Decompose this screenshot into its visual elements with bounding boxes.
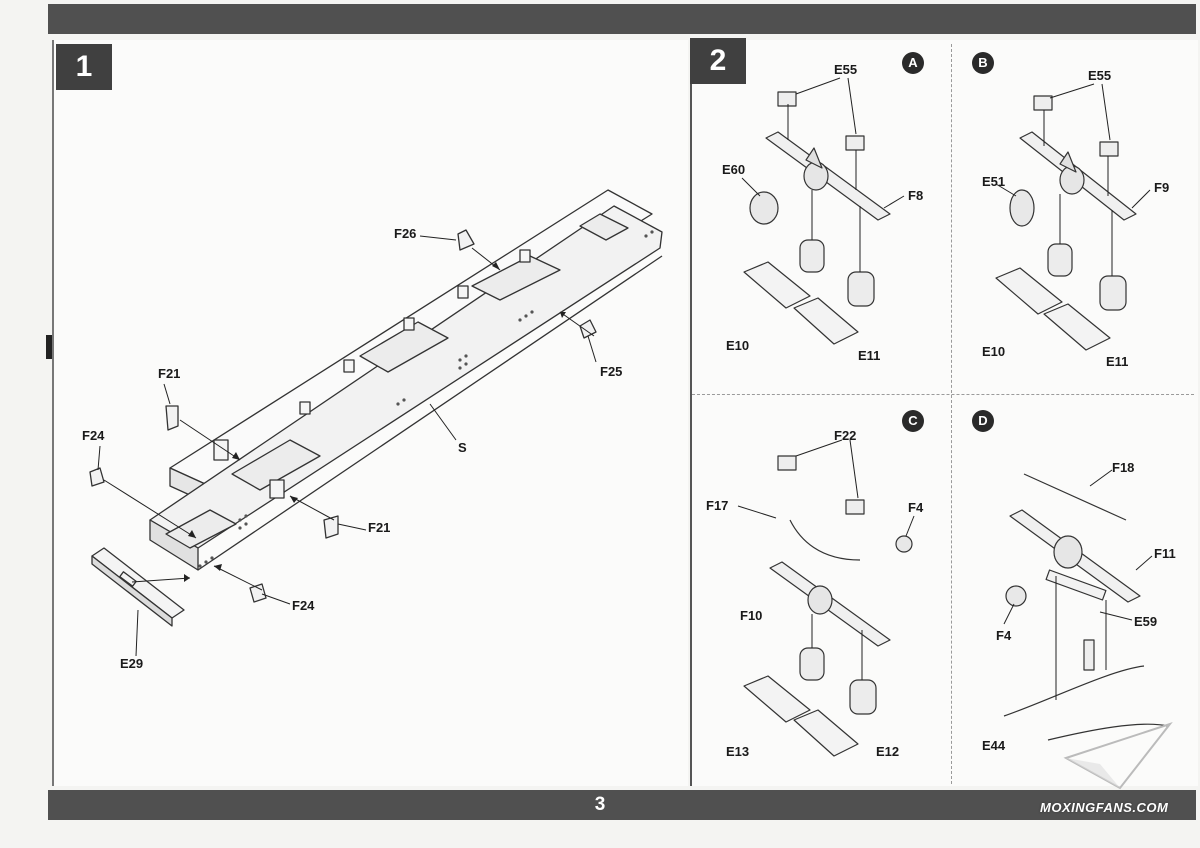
step1-arrowheads: [184, 262, 566, 582]
label-a-e11: E11: [858, 348, 881, 363]
label-a-e10: E10: [726, 338, 750, 353]
part-f25: [579, 319, 597, 339]
label-b-e51: E51: [982, 174, 1006, 189]
cross-member-4: [165, 509, 237, 549]
label-d-f11: F11: [1154, 546, 1176, 561]
part-f21-lower: [323, 515, 339, 539]
binding-mark: [46, 335, 52, 359]
watermark-text: MOXINGFANS.COM: [1040, 800, 1169, 815]
label-a-f8: F8: [908, 188, 924, 203]
cross-member-5: [579, 213, 629, 241]
part-f21-upper: [165, 405, 179, 431]
hole-patterns: [198, 230, 654, 568]
label-f24-right: F24: [292, 598, 315, 613]
label-d-f4: F4: [996, 628, 1012, 643]
cross-member-1: [471, 255, 561, 301]
label-f24-left: F24: [82, 428, 105, 443]
label-f21-lower: F21: [368, 520, 391, 535]
label-d-f18: F18: [1112, 460, 1135, 475]
label-a-e60: E60: [722, 162, 746, 177]
sub-step-c-badge: C: [902, 410, 924, 432]
part-f24-right: [249, 583, 267, 603]
step-2-panel: [690, 40, 1198, 786]
axle-a: [743, 91, 891, 345]
label-s: S: [458, 440, 467, 455]
step-2-number: 2: [690, 38, 746, 84]
part-f26: [457, 229, 475, 251]
cross-member-3: [231, 439, 321, 491]
label-b-f9: F9: [1154, 180, 1170, 195]
label-c-e13: E13: [726, 744, 750, 759]
page-number: 3: [594, 794, 606, 815]
axle-d: [1003, 473, 1169, 741]
sub-step-d-badge: D: [972, 410, 994, 432]
label-f26: F26: [394, 226, 417, 241]
label-b-e11: E11: [1106, 354, 1129, 369]
label-e29: E29: [120, 656, 144, 671]
axle-b: [995, 95, 1137, 351]
part-f24-left: [89, 467, 105, 487]
axle-c: [743, 455, 913, 757]
label-f25: F25: [600, 364, 623, 379]
label-c-f10: F10: [740, 608, 763, 623]
label-c-f4: F4: [908, 500, 924, 515]
sub-step-b-badge: B: [972, 52, 994, 74]
watermark-logo-icon: [1063, 722, 1173, 790]
sub-divider-horizontal: [692, 394, 1194, 395]
bottom-band: [48, 790, 1196, 820]
label-d-e59: E59: [1134, 614, 1158, 629]
sub-step-a-badge: A: [902, 52, 924, 74]
sub-divider-vertical: [951, 44, 952, 784]
label-d-e44: E44: [982, 738, 1006, 753]
step-1-number: 1: [56, 44, 112, 90]
label-b-e55: E55: [1088, 68, 1112, 83]
label-b-e10: E10: [982, 344, 1006, 359]
label-c-f17: F17: [706, 498, 729, 513]
label-f21-upper: F21: [158, 366, 181, 381]
cross-member-2: [359, 321, 449, 373]
top-band: [48, 4, 1196, 34]
label-c-f22: F22: [834, 428, 857, 443]
label-a-e55: E55: [834, 62, 858, 77]
label-c-e12: E12: [876, 744, 900, 759]
step2-leaders: [737, 77, 1153, 700]
